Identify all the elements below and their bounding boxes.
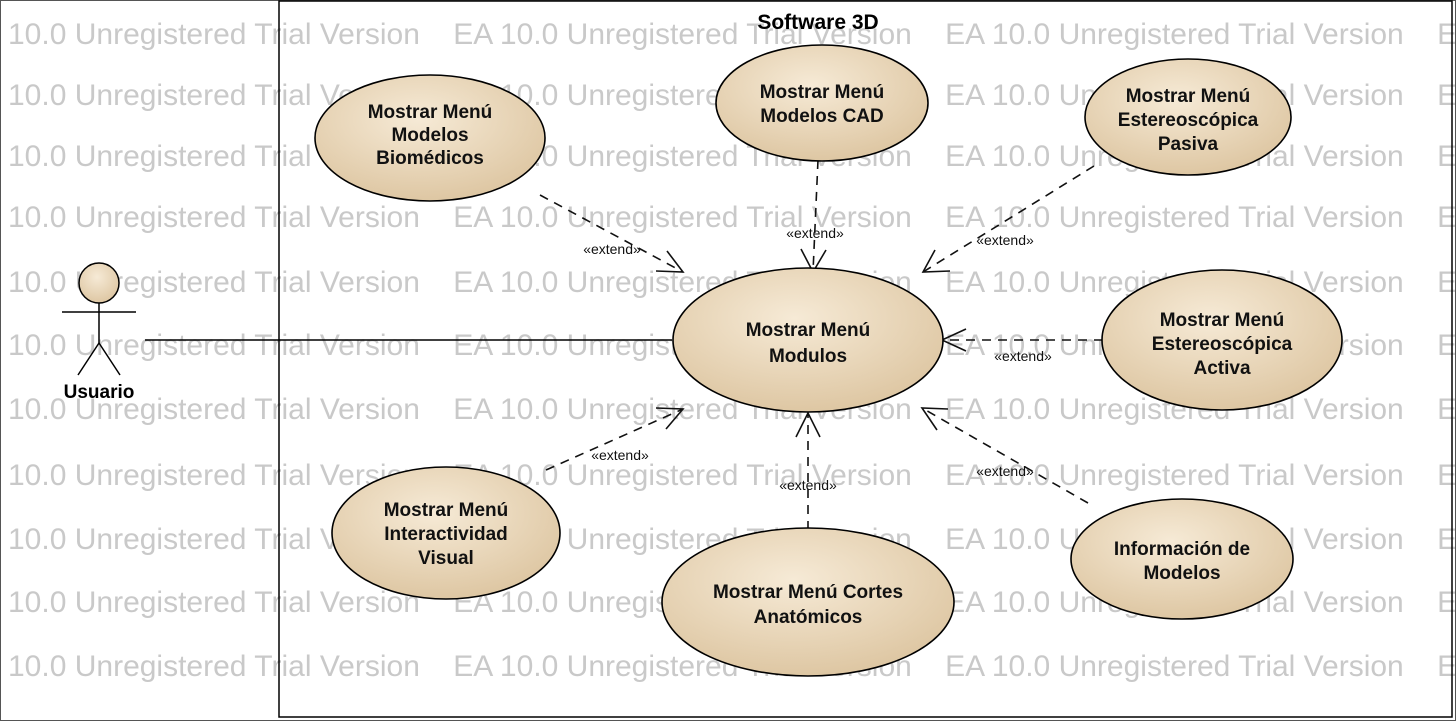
extend-interactividad: «extend» (545, 407, 685, 471)
usecase-label-line: Estereoscópica (1152, 334, 1293, 355)
extend-pasiva: «extend» (921, 165, 1095, 273)
actor-left-leg (77, 342, 100, 376)
system-boundary (278, 0, 1453, 718)
actor-right-leg (98, 342, 121, 376)
extend-arrowhead (795, 411, 821, 438)
usecase-ellipse (1070, 498, 1294, 620)
extend-arrowhead (920, 407, 949, 431)
usecase-label-line: Mostrar Menú (1126, 86, 1251, 107)
usecase-label-line: Interactividad (384, 524, 508, 545)
usecase-label-line: Información de (1114, 539, 1250, 560)
extend-label: «extend» (994, 348, 1052, 364)
usecase-ellipse (1084, 58, 1292, 176)
usecase-ellipse (672, 267, 944, 413)
usecase-label-line: Modulos (769, 346, 847, 367)
extend-label: «extend» (976, 232, 1034, 248)
extend-biomedicos: «extend» (539, 194, 685, 273)
usecase-ellipse (314, 74, 546, 202)
usecase-cortes-anatomicos[interactable]: Mostrar Menú Cortes Anatómicos (661, 527, 955, 677)
usecase-label-line: Mostrar Menú (1160, 310, 1285, 331)
usecase-interactividad-visual[interactable]: Mostrar Menú Interactividad Visual (331, 466, 561, 600)
actor-head (78, 262, 120, 304)
usecase-modelos-cad[interactable]: Mostrar Menú Modelos CAD (715, 44, 929, 162)
extend-label: «extend» (786, 225, 844, 241)
usecase-label-line: Modelos CAD (760, 106, 884, 127)
extend-informacion: «extend» (920, 407, 1089, 504)
watermark-row: 10.0 Unregistered Trial Version EA 10.0 … (8, 201, 1456, 234)
usecase-estereoscopica-activa[interactable]: Mostrar Menú Estereoscópica Activa (1101, 269, 1343, 411)
usecase-label-line: Biomédicos (376, 148, 484, 169)
extend-label: «extend» (779, 477, 837, 493)
usecase-informacion-modelos[interactable]: Información de Modelos (1070, 498, 1294, 620)
extend-line (922, 165, 1095, 273)
usecase-label-line: Mostrar Menú (384, 500, 509, 521)
usecase-label-line: Estereoscópica (1118, 110, 1259, 131)
extend-line (539, 194, 684, 273)
extend-label: «extend» (591, 447, 649, 463)
system-title: Software 3D (757, 11, 878, 34)
usecase-ellipse (331, 466, 561, 600)
usecase-estereoscopica-pasiva[interactable]: Mostrar Menú Estereoscópica Pasiva (1084, 58, 1292, 176)
usecase-label-line: Activa (1193, 358, 1250, 379)
watermark-row: 10.0 Unregistered Trial Version EA 10.0 … (8, 459, 1456, 492)
usecase-biomedicos[interactable]: Mostrar Menú Modelos Biomédicos (314, 74, 546, 202)
usecase-label-line: Modelos (391, 125, 468, 146)
usecase-label-line: Mostrar Menú (746, 320, 871, 341)
extend-arrowhead (655, 250, 685, 273)
usecase-modulos[interactable]: Mostrar Menú Modulos (672, 267, 944, 413)
extend-arrowhead (655, 407, 685, 430)
usecase-label-line: Pasiva (1158, 134, 1219, 155)
extend-line (812, 159, 819, 273)
usecase-ellipse (661, 527, 955, 677)
usecase-ellipse (1101, 269, 1343, 411)
usecase-label-line: Mostrar Menú (760, 82, 885, 103)
usecase-ellipse (715, 44, 929, 162)
usecase-label-line: Visual (418, 548, 474, 569)
usecase-label-line: Anatómicos (754, 607, 863, 628)
actor-name: Usuario (64, 382, 135, 403)
watermark-row: 10.0 Unregistered Trial Version EA 10.0 … (8, 18, 1456, 51)
extend-cortes: «extend» (779, 411, 837, 530)
usecase-label-line: Mostrar Menú (368, 102, 493, 123)
usecase-label-line: Modelos (1143, 563, 1220, 584)
extend-arrowhead (921, 249, 951, 273)
actor-usuario[interactable]: Usuario (62, 262, 136, 403)
extend-label: «extend» (976, 463, 1034, 479)
extend-label: «extend» (583, 241, 641, 257)
extend-line (545, 408, 684, 471)
usecase-label-line: Mostrar Menú Cortes (713, 582, 903, 603)
